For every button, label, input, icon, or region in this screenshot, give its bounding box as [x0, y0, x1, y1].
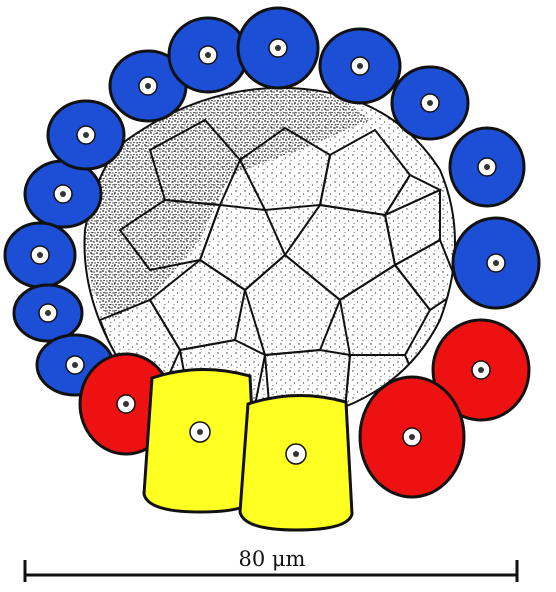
nucleolus [197, 429, 203, 435]
outer-cell [238, 8, 318, 88]
nucleolus [83, 132, 89, 138]
outer-cell [392, 67, 468, 139]
nucleolus [37, 252, 43, 258]
nucleolus [45, 310, 51, 316]
nucleolus [123, 401, 129, 407]
outer-cell [144, 369, 256, 512]
nucleolus [493, 260, 499, 266]
outer-cell [25, 161, 101, 227]
nucleolus [427, 100, 433, 106]
outer-cell [320, 29, 400, 103]
nucleolus [60, 191, 66, 197]
outer-cell [48, 101, 124, 169]
nucleolus [478, 367, 484, 373]
outer-cell [169, 18, 247, 92]
nucleolus [205, 52, 211, 58]
nucleolus [145, 83, 151, 89]
outer-cell [14, 285, 82, 341]
outer-cell [450, 128, 524, 206]
outer-cell [5, 223, 75, 287]
nucleolus [409, 434, 415, 440]
nucleolus [357, 63, 363, 69]
scale-bar-label: 80 μm [239, 547, 306, 571]
outer-cell [453, 218, 539, 308]
nucleolus [293, 451, 299, 457]
nucleolus [275, 45, 281, 51]
outer-cell [360, 377, 464, 497]
nucleolus [484, 164, 490, 170]
scale-bar: 80 μm [25, 547, 517, 582]
outer-cell [240, 395, 352, 530]
nucleolus [72, 362, 78, 368]
